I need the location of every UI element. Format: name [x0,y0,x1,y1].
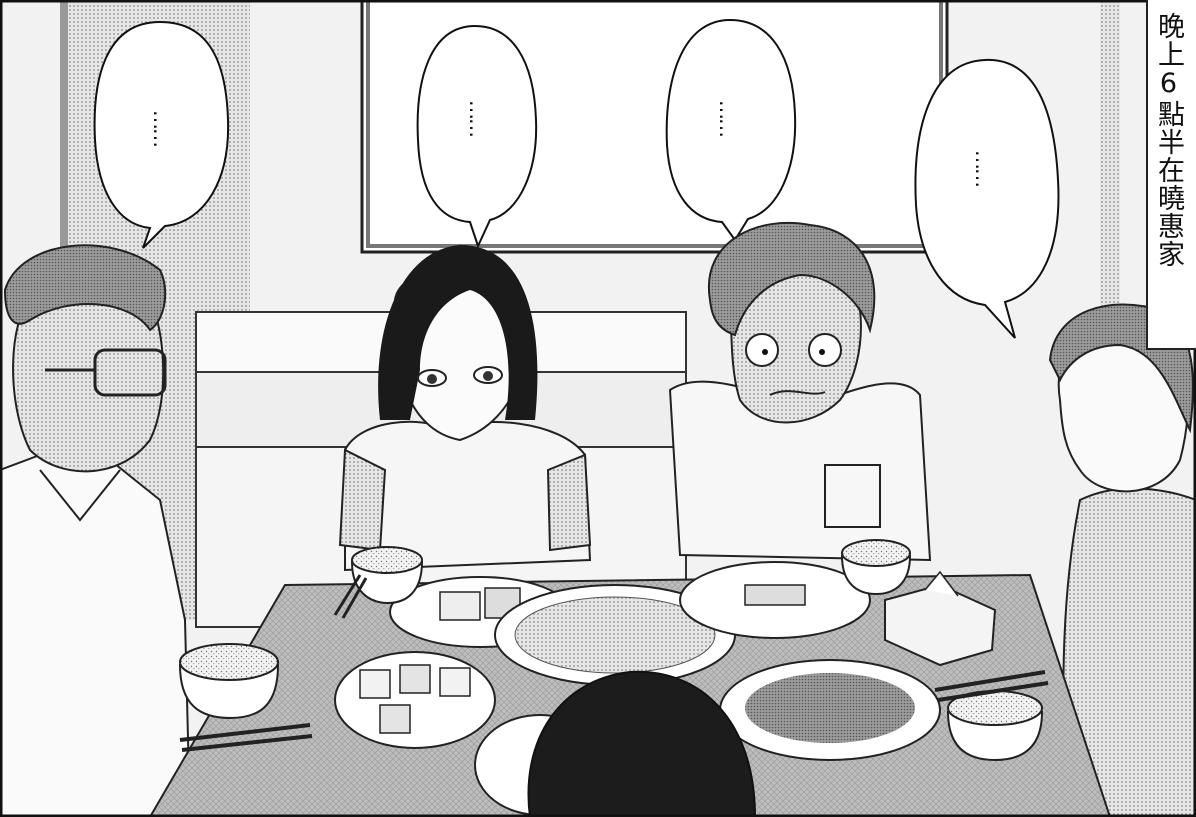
speech-bubble [665,18,797,242]
father-figure [0,244,192,817]
bubble-ellipsis-boy: …… [715,100,739,136]
rice-bowl [178,643,280,720]
bubble-ellipsis-dad: …… [149,110,173,146]
rice-bowl [350,546,424,605]
rice-bowl [946,690,1044,762]
caption-text: 晚上6點半在曉惠家 [1153,12,1184,268]
rice-bowl [840,539,912,596]
speech-bubble [416,24,538,249]
child-head [527,670,757,817]
speech-bubble [914,58,1060,339]
bubble-ellipsis-girl: …… [465,100,489,136]
speech-bubble [93,20,230,249]
narration-caption: 晚上6點半在曉惠家 [1146,0,1196,350]
girl-figure [338,245,592,572]
mother-figure [1048,303,1196,817]
boy-figure [668,221,932,562]
bubble-ellipsis-mother: …… [971,150,995,186]
